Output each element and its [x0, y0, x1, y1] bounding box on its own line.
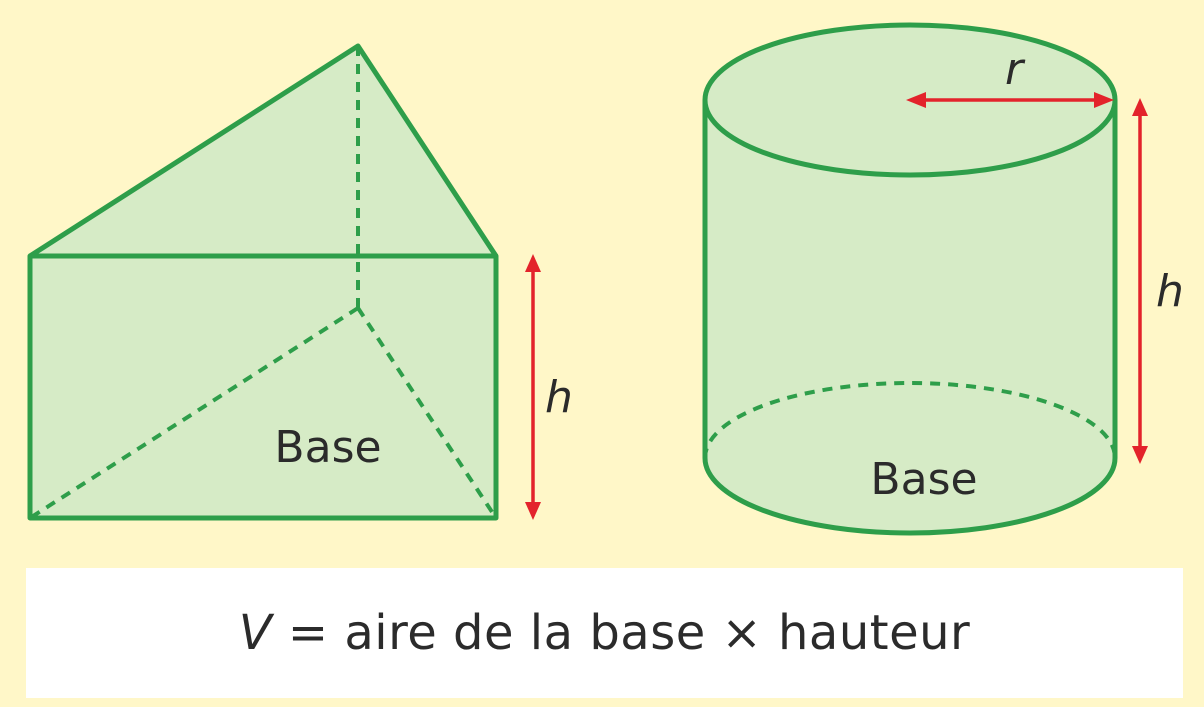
prism-hidden-right-edge	[356, 306, 498, 520]
formula-text-height: hauteur	[777, 605, 971, 661]
formula-text-base-area: aire de la base	[344, 605, 706, 661]
cylinder-height-arrow-head-bottom	[1132, 446, 1148, 464]
cylinder-height-label: h	[1156, 266, 1184, 317]
formula-equals: =	[287, 605, 329, 661]
formula-variable: V	[238, 605, 273, 661]
prism-hidden-left-edge	[28, 306, 360, 520]
prism-front-edges	[27, 253, 499, 521]
prism-height-arrow-head-bottom	[525, 502, 541, 520]
cylinder-base-label: Base	[870, 454, 977, 505]
formula-box: V = aire de la base × hauteur	[26, 568, 1183, 698]
prism-height-arrow-head-top	[525, 254, 541, 272]
solids-figure: h Base r	[27, 22, 1184, 536]
cylinder-radius-arrow-head-left	[906, 92, 926, 108]
triangular-prism: h Base	[27, 43, 573, 521]
volume-formula: V = aire de la base × hauteur	[239, 605, 971, 661]
cylinder-radius-label: r	[1005, 44, 1026, 95]
prism-height-arrow	[525, 254, 541, 520]
cylinder-hidden-base-edge	[703, 381, 1117, 459]
prism-top-face	[30, 46, 496, 256]
cylinder-radius-arrow-head-right	[1094, 92, 1114, 108]
prism-hidden-edges	[28, 46, 498, 520]
cylinder: r h Base	[702, 22, 1184, 536]
cylinder-radius-arrow	[906, 92, 1114, 108]
prism-top-edges	[28, 43, 499, 259]
cylinder-height-arrow-head-top	[1132, 98, 1148, 116]
prism-visible-edges	[27, 43, 499, 521]
cylinder-visible-base-edge	[702, 457, 1118, 536]
cylinder-height-arrow	[1132, 98, 1148, 464]
prism-front-face	[30, 256, 496, 518]
formula-times: ×	[721, 605, 763, 661]
prism-height-label: h	[545, 372, 573, 423]
prism-base-label: Base	[274, 422, 381, 473]
